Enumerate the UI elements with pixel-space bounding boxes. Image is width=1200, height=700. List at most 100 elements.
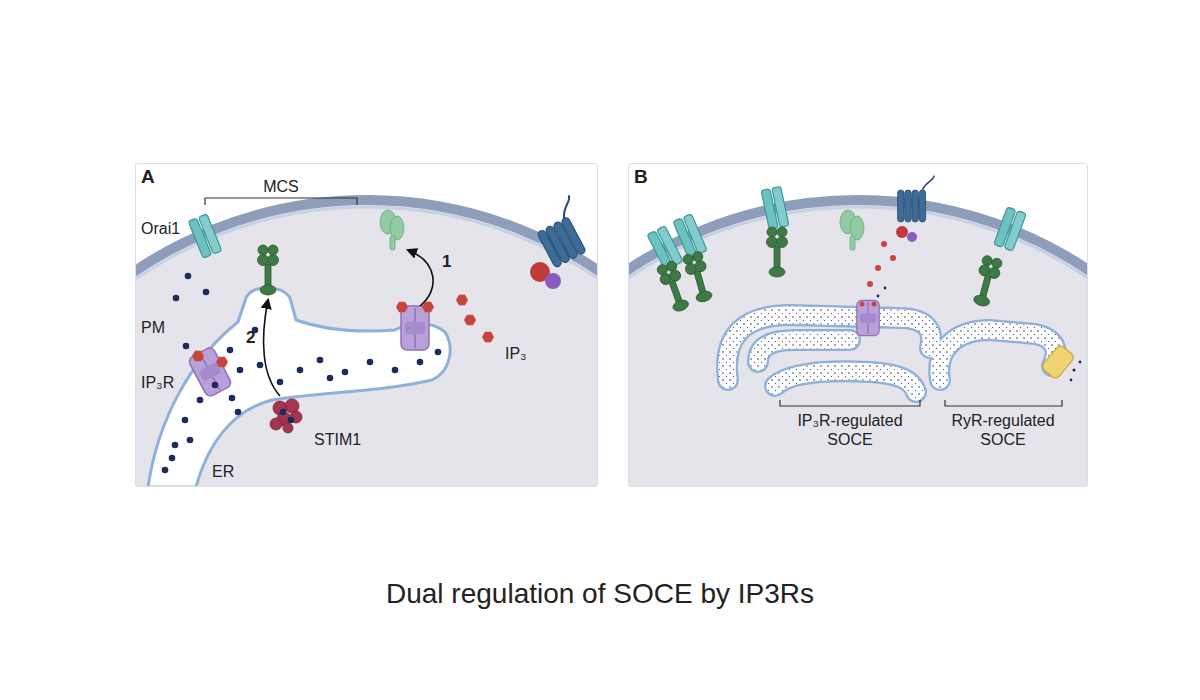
arrow-1 xyxy=(408,250,433,306)
plasma-membrane xyxy=(628,200,1088,487)
orai1-channel xyxy=(188,214,222,259)
calcium-ion xyxy=(229,395,236,402)
calcium-ion xyxy=(257,362,264,369)
calcium-ion xyxy=(288,417,295,424)
art-circle xyxy=(907,232,917,242)
er-tube xyxy=(939,330,1055,380)
er-tube xyxy=(939,330,1055,380)
stim1-released xyxy=(840,210,864,250)
gpcr-complex xyxy=(896,176,934,242)
calcium-ion xyxy=(327,375,334,382)
er-tube xyxy=(775,371,916,392)
ip3r-channel xyxy=(401,306,429,350)
art-circle xyxy=(881,241,887,247)
calcium-ion xyxy=(173,295,180,302)
calcium-leak xyxy=(877,287,1082,382)
calcium-ion xyxy=(237,367,244,374)
art-circle xyxy=(1079,361,1082,364)
stim1-active xyxy=(258,245,279,295)
calcium-ion xyxy=(162,467,169,474)
er-tube xyxy=(758,340,850,362)
art-circle xyxy=(884,287,887,290)
er-tube xyxy=(758,340,850,362)
callout-number: 1 xyxy=(442,252,451,272)
ip3-molecule xyxy=(482,332,494,342)
er-lumen xyxy=(148,288,450,488)
art-circle xyxy=(1072,368,1075,371)
stim1-active xyxy=(767,227,788,277)
panel-frame: A xyxy=(135,163,598,487)
art-rect xyxy=(1041,344,1076,380)
art-circle xyxy=(1070,379,1073,382)
panel-letter: A xyxy=(136,164,155,188)
ip3-molecule xyxy=(464,315,476,325)
art-circle xyxy=(867,281,873,287)
calcium-ion xyxy=(367,359,374,366)
panel-letter: B xyxy=(629,164,648,188)
art-use xyxy=(898,176,935,222)
art-circle xyxy=(860,302,865,307)
calcium-ion xyxy=(227,347,234,354)
ip3-molecule xyxy=(216,357,228,367)
cytosol xyxy=(628,200,1088,487)
art-circle xyxy=(283,423,293,433)
art-circle xyxy=(135,207,598,487)
art-circle xyxy=(545,273,561,289)
callout-number: 2 xyxy=(246,328,255,348)
calcium-ion xyxy=(417,359,424,366)
cytosol xyxy=(135,200,598,487)
art-circle xyxy=(628,207,1088,487)
orai1-channel xyxy=(673,214,707,259)
calcium-ion xyxy=(185,273,192,280)
er-tube-layer xyxy=(727,315,1056,392)
orai1-channel xyxy=(761,186,789,229)
molecule-label: IP₃ xyxy=(505,344,527,363)
art-circle xyxy=(875,265,881,271)
mcs-bracket xyxy=(205,198,357,205)
membrane-label: PM xyxy=(141,318,165,337)
calcium-ion xyxy=(435,349,442,356)
ryr-channel xyxy=(1041,344,1076,380)
calcium-ion xyxy=(297,367,304,374)
calcium-ion xyxy=(212,382,219,389)
calcium-ion xyxy=(197,397,204,404)
region-label: RyR-regulated SOCE xyxy=(942,411,1064,449)
calcium-ion xyxy=(169,455,176,462)
ip3r-soce-bracket xyxy=(780,400,920,406)
calcium-ion xyxy=(277,379,284,386)
art-circle xyxy=(270,418,282,430)
panel-a-art xyxy=(135,163,598,487)
calcium-ion xyxy=(392,367,399,374)
calcium-ion xyxy=(203,289,210,296)
calcium-ion xyxy=(183,343,190,350)
stim1-active xyxy=(970,254,1003,308)
mcs-label: MCS xyxy=(263,177,299,196)
panel-b-art xyxy=(628,163,1088,487)
protein-label: STIM1 xyxy=(314,430,361,449)
er-tube xyxy=(939,330,1055,380)
protein-label: IP₃R xyxy=(141,373,174,392)
ip3-molecule xyxy=(192,351,204,361)
stim1-active xyxy=(682,250,716,304)
ip3-molecule xyxy=(422,302,434,312)
calcium-ion xyxy=(342,369,349,376)
calcium-ion xyxy=(235,409,242,416)
art-circle xyxy=(872,302,877,307)
calcium-ion xyxy=(182,417,189,424)
protein-label: Orai1 xyxy=(141,219,180,238)
ip3r-channel xyxy=(857,300,879,335)
er-tube xyxy=(775,371,916,392)
er-tube-layer xyxy=(727,315,1056,392)
ip3r-channel xyxy=(187,346,232,398)
art-circle xyxy=(896,226,908,238)
art-circle xyxy=(877,295,880,298)
er-tube-layer xyxy=(727,315,1056,392)
calcium-ion xyxy=(317,357,324,364)
organelle-label: ER xyxy=(212,462,234,481)
calcium-ion xyxy=(187,437,194,444)
region-label: IP₃R-regulated SOCE xyxy=(780,411,920,449)
gpcr-complex xyxy=(528,195,596,289)
stim1-released xyxy=(380,210,404,250)
calcium-ion xyxy=(172,442,179,449)
